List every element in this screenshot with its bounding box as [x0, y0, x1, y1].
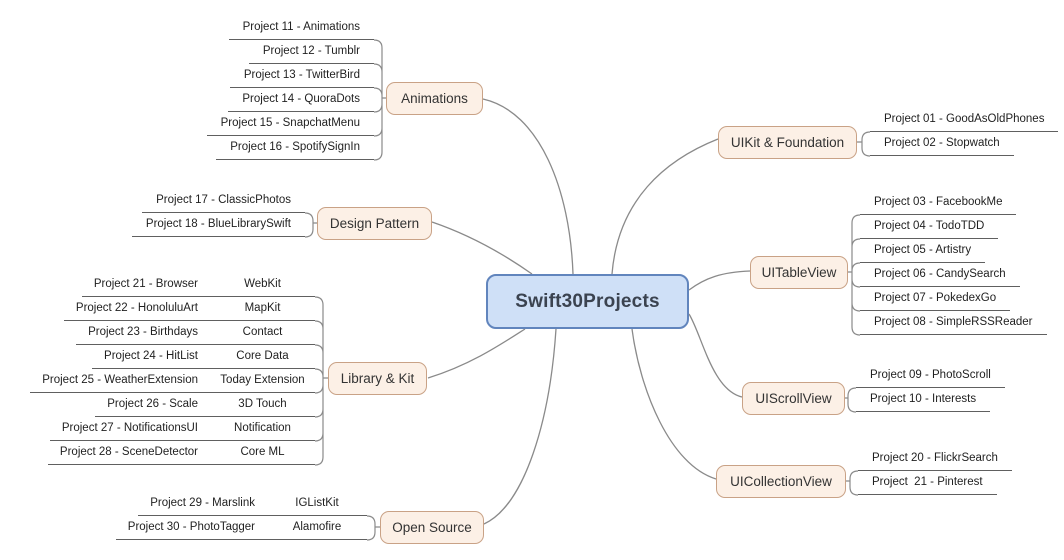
leaf-label: Project 23 - Birthdays: [88, 326, 198, 338]
leaf-kit-label: Notification: [234, 422, 291, 434]
leaf-label: Project 06 - CandySearch: [874, 268, 1006, 280]
topic-uitableview[interactable]: UITableView: [750, 256, 848, 289]
topic-label: Library & Kit: [340, 371, 415, 386]
leaf-label: Project 14 - QuoraDots: [242, 93, 360, 105]
leaf-project-26[interactable]: Project 26 - Scale 3D Touch: [95, 393, 315, 417]
leaf-project-24[interactable]: Project 24 - HitList Core Data: [92, 345, 315, 369]
leaf-label: Project 21 - Browser: [93, 278, 198, 290]
topic-uiscrollview[interactable]: UIScrollView: [742, 382, 845, 415]
leaf-project-17[interactable]: Project 17 - ClassicPhotos: [142, 189, 305, 213]
leaf-project-14[interactable]: Project 14 - QuoraDots: [228, 88, 374, 112]
leaf-label: Project 01 - GoodAsOldPhones: [884, 113, 1045, 125]
leaf-label: Project 18 - BlueLibrarySwift: [145, 218, 291, 230]
leaf-project-28[interactable]: Project 28 - SceneDetector Core ML: [47, 441, 315, 465]
leaf-label: Project 21 - Pinterest: [872, 476, 983, 488]
leaf-kit-label: Alamofire: [292, 521, 342, 533]
leaf-project-21-browser[interactable]: Project 21 - Browser WebKit: [81, 273, 315, 297]
leaf-project-12[interactable]: Project 12 - Tumblr: [248, 40, 374, 64]
leaf-label: Project 10 - Interests: [870, 393, 977, 405]
leaf-label: Project 08 - SimpleRSSReader: [874, 316, 1033, 328]
leaf-label: Project 16 - SpotifySignIn: [230, 141, 360, 153]
leaf-project-02[interactable]: Project 02 - Stopwatch: [870, 132, 1014, 156]
leaf-label: Project 13 - TwitterBird: [243, 69, 360, 81]
leaf-project-16[interactable]: Project 16 - SpotifySignIn: [216, 136, 374, 160]
topic-label: Animations: [401, 91, 468, 106]
topic-uikit-foundation[interactable]: UIKit & Foundation: [718, 126, 857, 159]
leaf-project-06[interactable]: Project 06 - CandySearch: [860, 263, 1020, 287]
leaf-label: Project 15 - SnapchatMenu: [220, 117, 360, 129]
leaf-label: Project 02 - Stopwatch: [884, 137, 1000, 149]
topic-label: UIKit & Foundation: [730, 135, 845, 150]
leaf-kit-label: Core ML: [240, 446, 285, 458]
leaf-project-08[interactable]: Project 08 - SimpleRSSReader: [860, 311, 1047, 335]
leaf-project-18[interactable]: Project 18 - BlueLibrarySwift: [131, 213, 305, 237]
leaf-project-10[interactable]: Project 10 - Interests: [856, 388, 991, 412]
leaf-label: Project 05 - Artistry: [874, 244, 972, 256]
leaf-label: Project 12 - Tumblr: [262, 45, 360, 57]
leaf-project-03[interactable]: Project 03 - FacebookMe: [860, 191, 1017, 215]
topic-label: Design Pattern: [329, 216, 420, 231]
topic-design-pattern[interactable]: Design Pattern: [317, 207, 432, 240]
central-topic[interactable]: Swift30Projects: [486, 274, 689, 329]
topic-label: UIScrollView: [755, 391, 832, 406]
topic-label: UITableView: [761, 265, 837, 280]
leaf-label: Project 24 - HitList: [104, 350, 198, 362]
leaf-project-30[interactable]: Project 30 - PhotoTagger Alamofire: [115, 516, 367, 540]
leaf-project-05[interactable]: Project 05 - Artistry: [860, 239, 986, 263]
leaf-label: Project 25 - WeatherExtension: [42, 374, 198, 386]
leaf-project-21-pinterest[interactable]: Project 21 - Pinterest: [858, 471, 997, 495]
leaf-label: Project 29 - Marslink: [150, 497, 255, 509]
leaf-project-27[interactable]: Project 27 - NotificationsUI Notification: [49, 417, 315, 441]
leaf-project-11[interactable]: Project 11 - Animations: [228, 16, 374, 40]
topic-library-kit[interactable]: Library & Kit: [328, 362, 427, 395]
leaf-label: Project 20 - FlickrSearch: [872, 452, 998, 464]
leaf-label: Project 28 - SceneDetector: [59, 446, 198, 458]
leaf-label: Project 09 - PhotoScroll: [870, 369, 991, 381]
leaf-project-22[interactable]: Project 22 - HonoluluArt MapKit: [63, 297, 315, 321]
leaf-kit-label: WebKit: [244, 278, 281, 290]
leaf-kit-label: IGListKit: [295, 497, 339, 509]
central-topic-label: Swift30Projects: [515, 290, 660, 312]
topic-open-source[interactable]: Open Source: [380, 511, 484, 544]
leaf-project-20[interactable]: Project 20 - FlickrSearch: [858, 447, 1012, 471]
leaf-project-23[interactable]: Project 23 - Birthdays Contact: [76, 321, 315, 345]
leaf-label: Project 03 - FacebookMe: [874, 196, 1003, 208]
leaf-kit-label: Today Extension: [220, 374, 305, 386]
leaf-kit-label: 3D Touch: [238, 398, 287, 410]
leaf-project-29[interactable]: Project 29 - Marslink IGListKit: [138, 492, 367, 516]
leaf-label: Project 04 - TodoTDD: [874, 220, 985, 232]
leaf-kit-label: MapKit: [244, 302, 281, 314]
topic-animations[interactable]: Animations: [386, 82, 483, 115]
leaf-label: Project 26 - Scale: [107, 398, 198, 410]
leaf-project-09[interactable]: Project 09 - PhotoScroll: [856, 364, 1005, 388]
topic-uicollectionview[interactable]: UICollectionView: [716, 465, 846, 498]
leaf-project-25[interactable]: Project 25 - WeatherExtension Today Exten…: [30, 369, 315, 393]
leaf-label: Project 27 - NotificationsUI: [61, 422, 198, 434]
leaf-label: Project 17 - ClassicPhotos: [156, 194, 291, 206]
leaf-brackets: [304, 39, 871, 541]
leaf-label: Project 30 - PhotoTagger: [127, 521, 255, 533]
leaf-project-13[interactable]: Project 13 - TwitterBird: [229, 64, 374, 88]
leaf-kit-label: Core Data: [236, 350, 289, 362]
leaf-project-15[interactable]: Project 15 - SnapchatMenu: [206, 112, 374, 136]
topic-label: UICollectionView: [730, 474, 832, 489]
leaf-kit-label: Contact: [242, 326, 283, 338]
branch-curves: [427, 98, 751, 525]
leaf-label: Project 22 - HonoluluArt: [75, 302, 198, 314]
leaf-label: Project 07 - PokedexGo: [874, 292, 997, 304]
leaf-project-07[interactable]: Project 07 - PokedexGo: [860, 287, 1011, 311]
leaf-project-01[interactable]: Project 01 - GoodAsOldPhones: [870, 108, 1059, 132]
leaf-project-04[interactable]: Project 04 - TodoTDD: [860, 215, 999, 239]
leaf-label: Project 11 - Animations: [242, 21, 360, 33]
topic-label: Open Source: [392, 520, 472, 535]
